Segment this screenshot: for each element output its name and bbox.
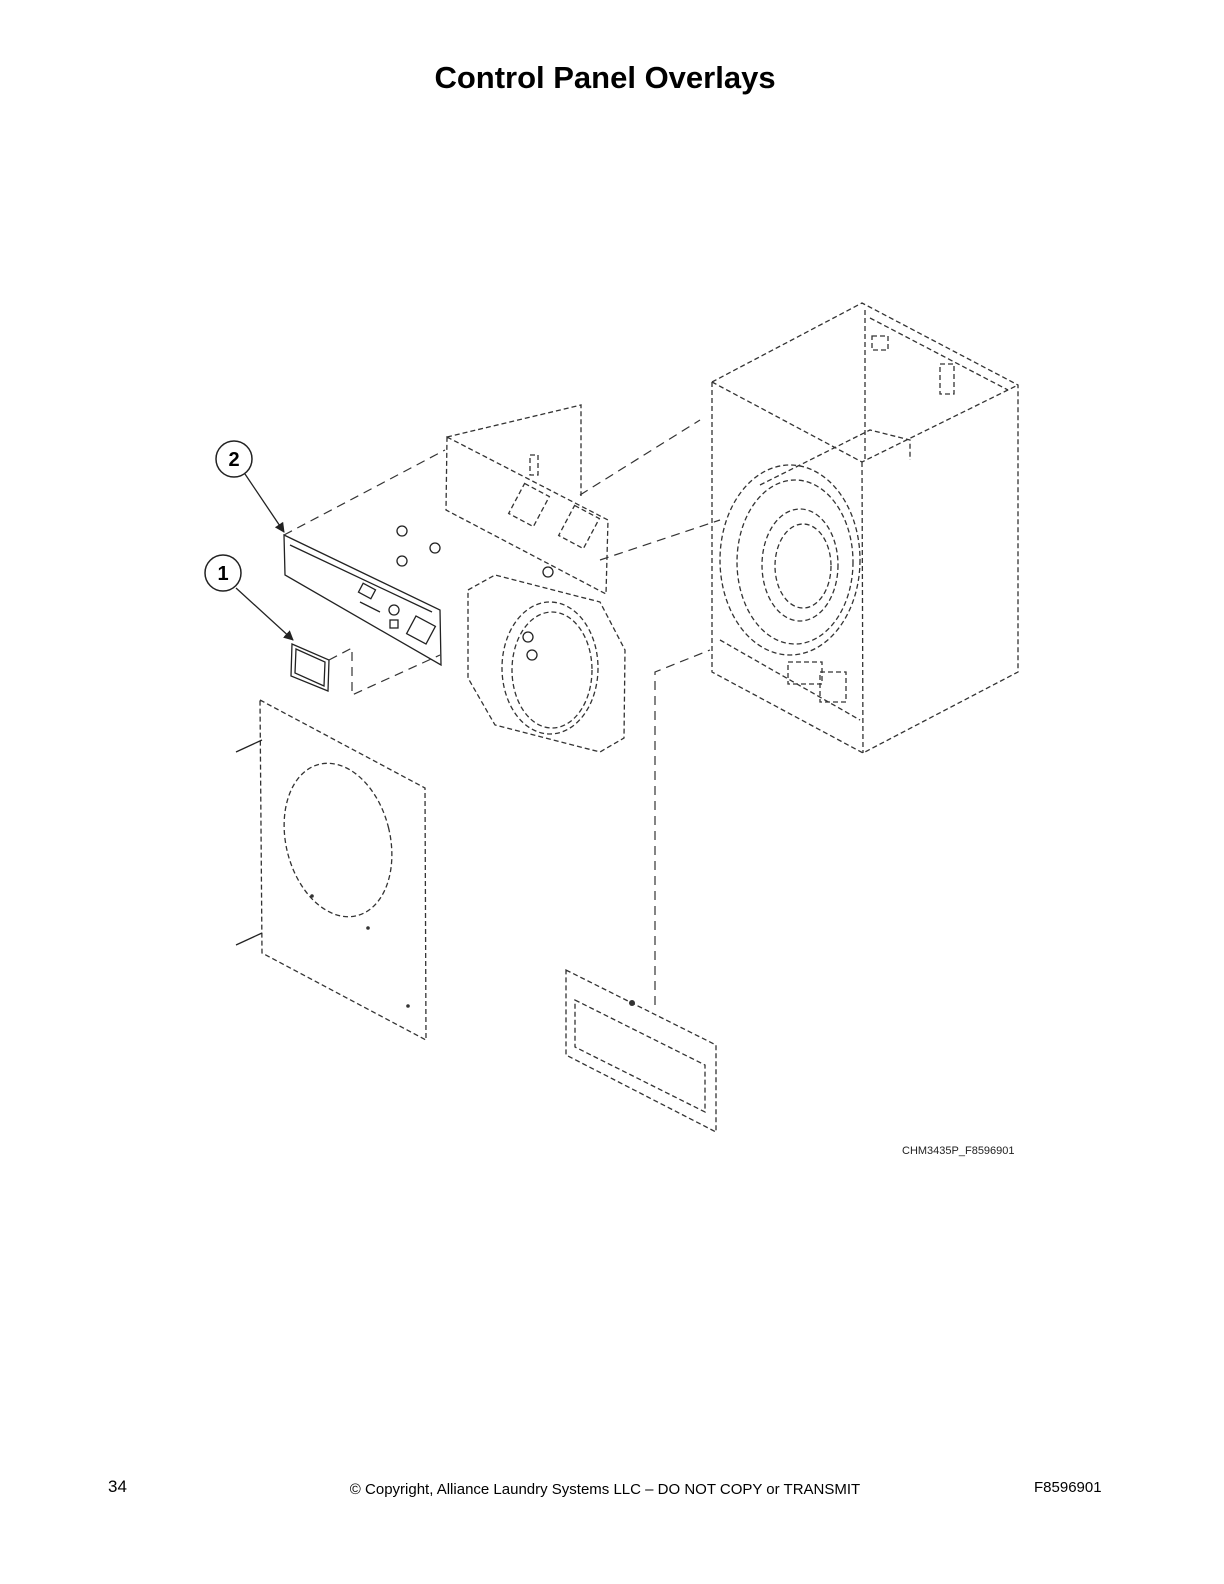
page-title: Control Panel Overlays: [434, 60, 776, 95]
control-panel-overlay: [283, 533, 442, 667]
copyright-notice: © Copyright, Alliance Laundry Systems LL…: [349, 1481, 861, 1498]
callout-2: 2: [215, 440, 285, 533]
figure-id: CHM3435P_F8596901: [902, 1145, 1015, 1157]
toe-kick: [565, 968, 717, 1134]
callout-2-label: 2: [228, 449, 239, 471]
door-ring-bracket: [467, 574, 626, 753]
cabinet-assembly: [711, 302, 1019, 754]
callout-1: 1: [204, 554, 294, 641]
callout-1-label: 1: [217, 563, 228, 585]
page-number: 34: [108, 1477, 127, 1496]
overlay-window: [290, 643, 330, 692]
assembly-lines: [283, 419, 721, 1005]
front-panel: [235, 698, 427, 1042]
control-panel-bracket: [396, 404, 609, 661]
document-number: F8596901: [1034, 1479, 1102, 1496]
